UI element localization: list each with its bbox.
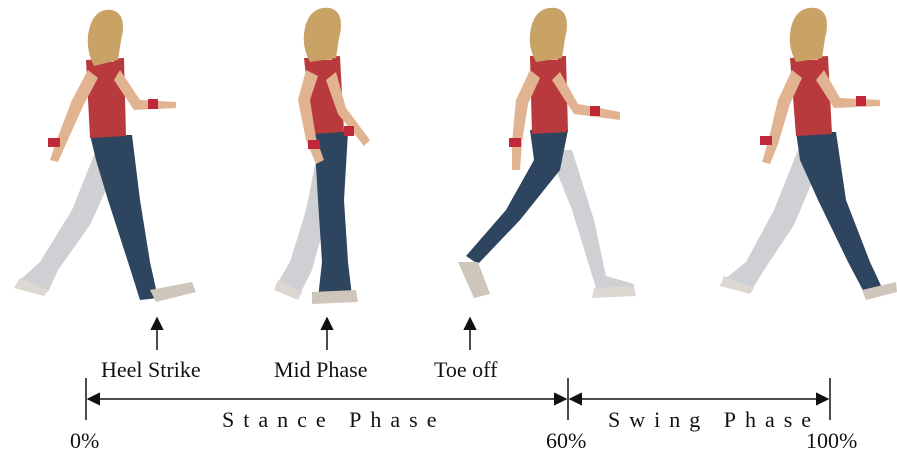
percent-label-0: 0% [70,430,99,452]
walker-figure-swing [720,8,897,300]
phase-label-swing: Swing Phase [608,409,820,431]
walker-figure-toe-off [458,8,636,298]
event-label-mid-phase: Mid Phase [274,359,368,381]
phase-label-stance: Stance Phase [222,409,445,431]
event-label-toe-off: Toe off [434,359,497,381]
event-label-heel-strike: Heel Strike [101,359,201,381]
walker-figure-heel-strike [14,10,196,302]
percent-label-60: 60% [546,430,586,452]
walker-figure-mid-phase [274,8,370,304]
percent-label-100: 100% [806,430,857,452]
